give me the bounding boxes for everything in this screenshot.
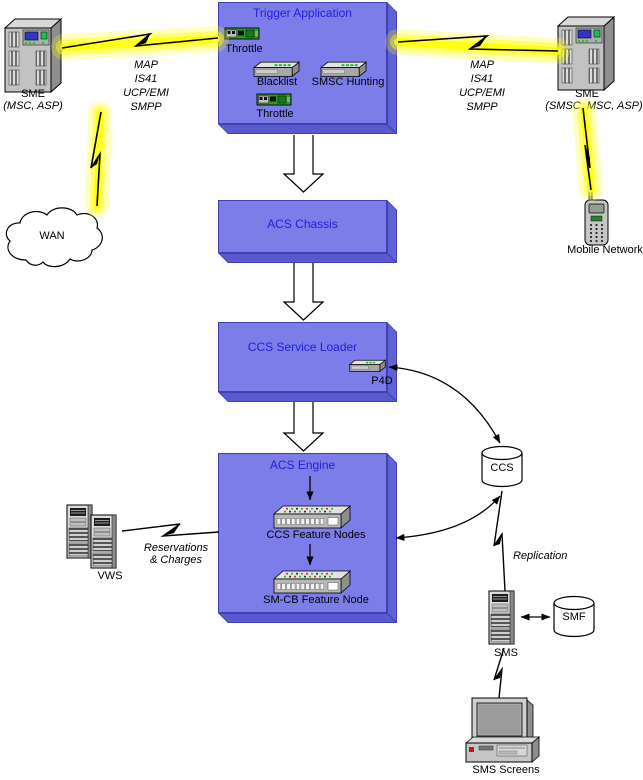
sms-screens-computer-icon <box>465 697 541 763</box>
lightning-sme-right-to-mobile <box>582 107 592 191</box>
smcb-feature-node-label: SM-CB Feature Node <box>263 594 369 606</box>
protocols-right: MAP IS41 UCP/EMI SMPP <box>459 59 505 113</box>
ccs-feature-nodes-icon <box>273 505 351 529</box>
sms-server-icon <box>488 590 515 645</box>
smcb-feature-node-icon <box>273 570 351 594</box>
acs-chassis-box: ACS Chassis <box>218 200 397 263</box>
sme-left-label: SME <box>21 88 45 100</box>
arrow-trigger-to-acs-chassis <box>282 135 325 193</box>
sme-right-label: SME <box>575 88 599 100</box>
trigger-application-box: Trigger Application Throttle Blacklist <box>218 2 397 134</box>
arc-ccs-to-ccs-feature-nodes <box>395 495 501 541</box>
box-side <box>218 392 397 402</box>
zigzag-vws-to-acs-engine <box>121 523 220 537</box>
smsc-hunting-label: SMSC Hunting <box>311 76 385 88</box>
box-side <box>218 124 397 134</box>
ports <box>276 582 339 591</box>
sme-right-subtitle: (SMSC, MSC, ASP) <box>545 100 643 112</box>
sme-right-server-icon <box>556 16 616 92</box>
ccs-database-label: CCS <box>490 462 514 474</box>
zigzag-replication-sms-to-ccs <box>493 490 506 592</box>
mobile-network-label: Mobile Network <box>567 244 643 256</box>
p4d-switch-icon <box>349 359 386 373</box>
acs-chassis-title: ACS Chassis <box>267 217 338 231</box>
vws-server-icon <box>90 514 117 569</box>
sms-label: SMS <box>494 647 518 659</box>
blacklist-label: Blacklist <box>256 76 298 88</box>
box-side <box>218 253 397 263</box>
acs-engine-box: ACS Engine CCS Feature Nodes <box>218 453 397 623</box>
sme-left-server-icon <box>3 18 63 94</box>
box-face <box>218 200 387 253</box>
throttle-card-icon <box>224 27 260 40</box>
status-leds <box>284 507 333 513</box>
reservations-charges-label: Reservations & Charges <box>143 542 209 566</box>
arrow-acs-chassis-to-ccs-service-loader <box>282 263 325 321</box>
smsc-hunting-switch-icon <box>320 61 367 78</box>
ccs-feature-nodes-label: CCS Feature Nodes <box>266 529 366 541</box>
lightning-sme-left-to-trigger <box>61 32 219 49</box>
acs-engine-title: ACS Engine <box>269 458 336 472</box>
ccs-service-loader-box: CCS Service Loader P4D <box>218 322 397 402</box>
lightning-sme-left-to-wan <box>90 111 102 207</box>
blacklist-switch-icon <box>253 61 300 78</box>
box-face <box>218 322 387 392</box>
wan-cloud-icon <box>5 207 103 268</box>
protocols-left: MAP IS41 UCP/EMI SMPP <box>123 59 169 113</box>
status-leds <box>284 572 333 578</box>
smf-database-label: SMF <box>562 611 586 623</box>
sms-screens-label: SMS Screens <box>472 764 540 776</box>
trigger-application-title: Trigger Application <box>253 6 352 20</box>
vws-label: VWS <box>97 570 123 582</box>
throttle-top-label: Throttle <box>225 43 263 55</box>
arc-ccs-to-p4d <box>388 364 501 444</box>
replication-label: Replication <box>513 550 568 562</box>
hollow-arrows <box>282 135 325 452</box>
lightning-trigger-to-sme-right <box>397 35 559 52</box>
ccs-database-icon <box>481 445 523 488</box>
throttle-card-icon <box>256 93 292 106</box>
ccs-service-loader-title: CCS Service Loader <box>247 340 358 354</box>
p4d-label: P4D <box>371 375 393 387</box>
smf-database-icon <box>553 595 595 638</box>
sme-left-subtitle: (MSC, ASP) <box>3 100 63 112</box>
ports <box>276 517 339 526</box>
box-side <box>387 2 397 134</box>
box-side <box>387 322 397 402</box>
box-side <box>218 613 397 623</box>
vws-server-icon <box>66 504 93 559</box>
throttle-bottom-label: Throttle <box>256 108 294 120</box>
wan-label: WAN <box>39 230 65 242</box>
arrow-ccs-service-loader-to-acs-engine <box>282 402 325 452</box>
mobile-phone-icon <box>584 188 609 246</box>
